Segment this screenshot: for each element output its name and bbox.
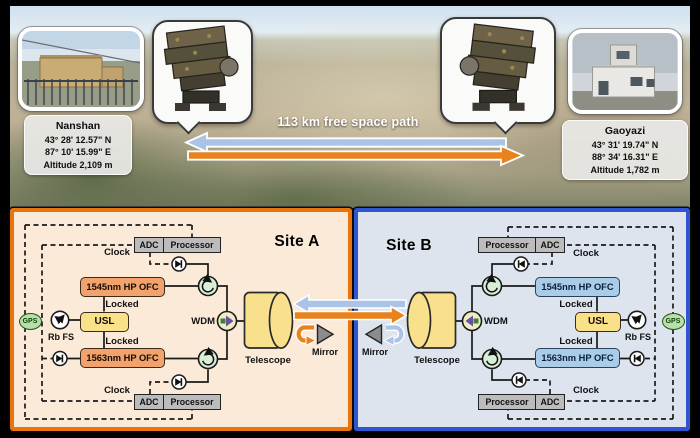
site-b-locked-label-bottom: Locked	[559, 335, 593, 347]
adc-box: ADC	[535, 237, 564, 252]
adc-box: ADC	[535, 394, 564, 409]
gaoyazi-station-photo	[568, 29, 682, 114]
gaoyazi-lon: 88° 34' 16.31" E	[591, 152, 659, 163]
gaoyazi-lat: 43° 31' 19.74" N	[591, 139, 659, 150]
adc-box: ADC	[139, 239, 159, 250]
gaoyazi-building-illustration	[572, 33, 678, 110]
nanshan-building-illustration	[22, 31, 140, 107]
site-a-1563nm-ofc: 1563nm HP OFC	[80, 348, 165, 368]
site-b-clock-label-bottom: Clock	[573, 384, 599, 396]
site-a-telescope-label: Telescope	[245, 354, 291, 366]
processor-box: Processor	[485, 239, 529, 250]
gaoyazi-coordinates-label: Gaoyazi 43° 31' 19.74" N 88° 34' 16.31" …	[562, 120, 688, 181]
site-b-1545nm-ofc: 1545nm HP OFC	[535, 277, 620, 297]
site-a-1545nm-ofc: 1545nm HP OFC	[80, 277, 165, 297]
site-b-gps-badge: GPS	[661, 312, 685, 330]
site-b-title: Site B	[386, 237, 432, 254]
site-b-locked-label-top: Locked	[559, 298, 593, 310]
site-a-adc-processor-bottom: ADC Processor	[134, 393, 221, 410]
site-a-telescope-photo	[152, 20, 253, 135]
site-a-mirror-label: Mirror	[311, 347, 339, 357]
site-b-usl-box: USL	[575, 311, 621, 332]
nanshan-coordinates-label: Nanshan 43° 28' 12.57" N 87° 10' 15.99" …	[24, 115, 132, 176]
nanshan-lat: 43° 28' 12.57" N	[44, 134, 112, 145]
site-a-usl-box: USL	[80, 311, 129, 332]
gaoyazi-name: Gaoyazi	[604, 125, 646, 137]
site-b-telescope-label: Telescope	[414, 354, 460, 366]
telescope-apparatus-illustration	[459, 23, 537, 111]
site-a-clock-label-bottom: Clock	[104, 384, 130, 396]
site-b-clock-label-top: Clock	[573, 247, 599, 259]
processor-box: Processor	[163, 394, 220, 409]
site-a-clock-label-top: Clock	[104, 246, 130, 258]
adc-box: ADC	[139, 396, 159, 407]
site-a-gps-badge: GPS	[18, 312, 42, 330]
site-b-1563nm-ofc: 1563nm HP OFC	[535, 348, 620, 368]
gaoyazi-alt: Altitude 1,782 m	[590, 164, 660, 175]
site-b-mirror-label: Mirror	[361, 347, 389, 357]
processor-box: Processor	[163, 237, 220, 252]
site-a-wdm-label: WDM	[191, 316, 215, 327]
site-a-locked-label-bottom: Locked	[105, 335, 139, 347]
processor-box: Processor	[485, 396, 529, 407]
site-b-rbfs-label: Rb FS	[625, 331, 651, 342]
free-space-path-label: 113 km free space path	[277, 115, 419, 129]
telescope-apparatus-illustration	[163, 25, 239, 111]
nanshan-lon: 87° 10' 15.99" E	[44, 147, 112, 158]
site-a-rbfs-label: Rb FS	[48, 331, 74, 342]
site-a-adc-processor-top: ADC Processor	[134, 236, 221, 253]
site-b-processor-adc-bottom: Processor ADC	[478, 393, 565, 410]
nanshan-station-photo	[18, 27, 144, 111]
site-b-telescope-photo	[440, 17, 556, 135]
nanshan-alt: Altitude 2,109 m	[43, 159, 113, 170]
site-a-locked-label-top: Locked	[105, 298, 139, 310]
nanshan-name: Nanshan	[55, 120, 101, 132]
site-b-processor-adc-top: Processor ADC	[478, 236, 565, 253]
site-a-title: Site A	[274, 233, 320, 250]
site-b-wdm-label: WDM	[484, 316, 508, 327]
